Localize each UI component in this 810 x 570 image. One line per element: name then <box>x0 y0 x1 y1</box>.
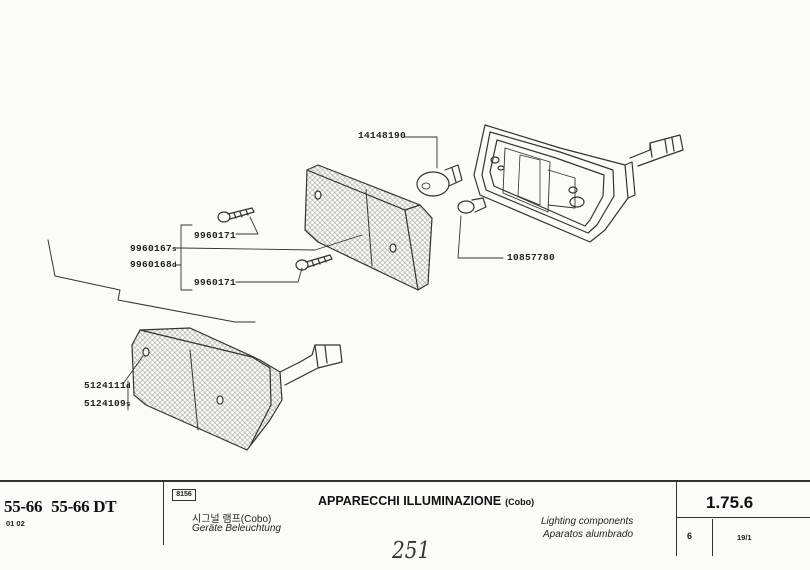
title-block-divider-4 <box>712 519 713 556</box>
part-label-14148190: 14148190 <box>358 130 407 141</box>
revision-code: 19/1 <box>737 533 752 542</box>
issue-code: 01 02 <box>6 519 25 528</box>
title-english: Lighting components <box>541 516 634 527</box>
part-label-9960168: 9960168d <box>130 259 177 270</box>
bulb-small <box>457 197 487 214</box>
part-label-9960167: 9960167s <box>130 243 177 254</box>
vehicle-body-outline <box>47 239 256 323</box>
section-number: 1.75.6 <box>706 493 754 512</box>
lamp-lens <box>304 164 433 291</box>
lamp-housing <box>473 124 684 243</box>
title-spanish: Aparatos alumbrado <box>543 529 634 540</box>
title-block-top-border <box>0 480 810 482</box>
bulb-large <box>416 164 463 197</box>
title-german: Geräte Beleuchtung <box>192 523 281 534</box>
part-label-10857780: 10857780 <box>507 252 556 263</box>
title-korean: 시그널 램프(Cobo) <box>192 514 272 525</box>
exploded-parts-drawing: 14148190 10857780 9960171 9960167s 99601… <box>47 124 684 451</box>
sheet-number: 6 <box>687 531 693 541</box>
part-label-9960171-upper: 9960171 <box>194 230 237 241</box>
part-label-5124111: 5124111d <box>84 380 131 391</box>
title-italian: APPARECCHI ILLUMINAZIONE(Cobo) <box>318 494 535 508</box>
lamp-assembly <box>131 327 343 451</box>
handwritten-page-number: 251 <box>392 536 431 564</box>
title-block-divider-2 <box>676 481 677 556</box>
part-label-5124109: 5124109s <box>84 398 131 409</box>
title-block-divider-1 <box>163 481 164 545</box>
screw-upper <box>217 207 255 223</box>
leader-lines <box>122 136 504 411</box>
title-block-divider-3 <box>676 517 810 518</box>
catalog-code-box: 8156 <box>172 489 196 501</box>
part-label-9960171-lower: 9960171 <box>194 277 237 288</box>
screw-lower <box>295 254 333 271</box>
